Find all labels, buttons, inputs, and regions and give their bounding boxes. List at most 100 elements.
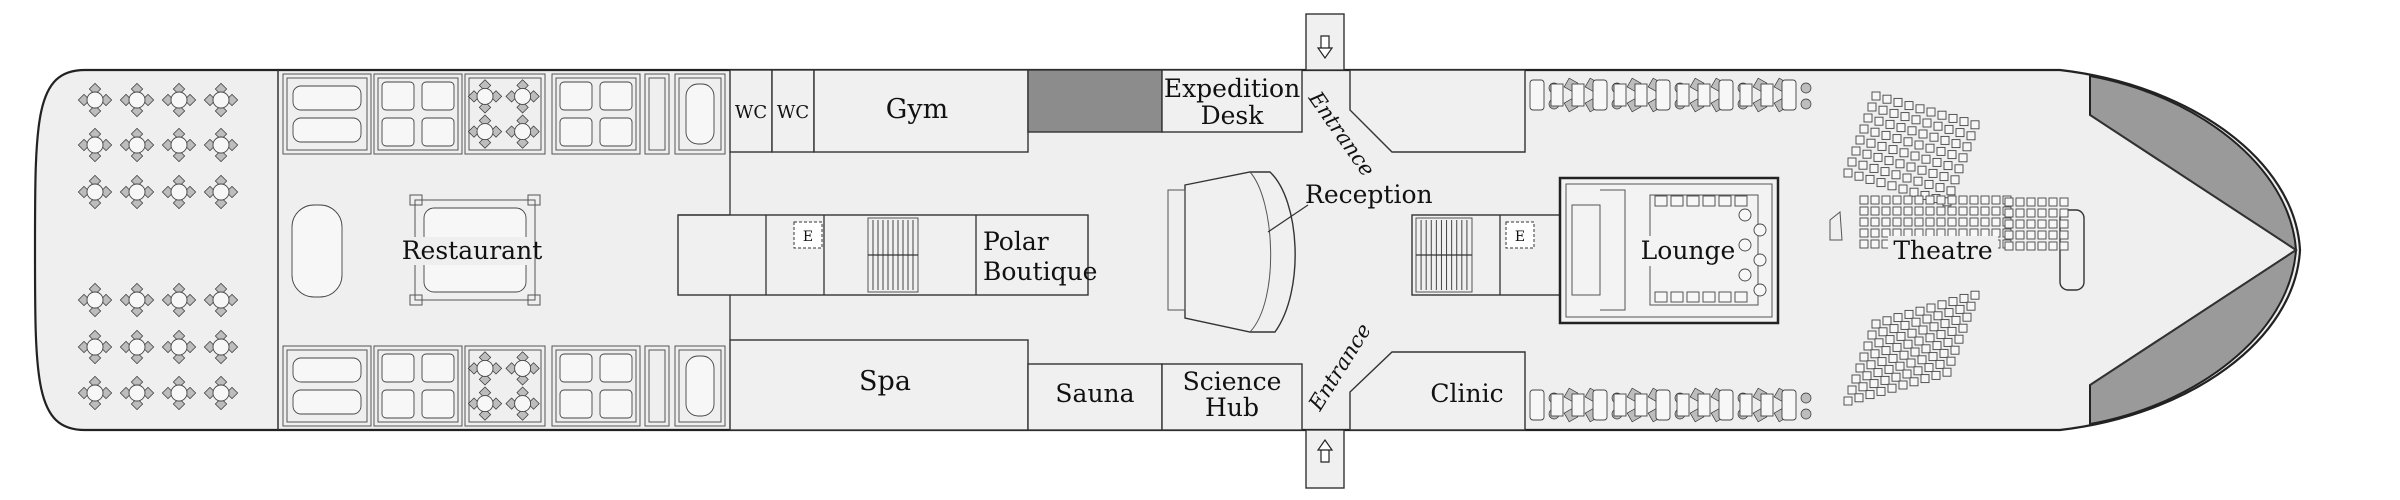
chair bbox=[203, 293, 217, 307]
chair bbox=[172, 282, 186, 296]
restaurant-booths bbox=[282, 73, 726, 427]
theatre-seat bbox=[1958, 217, 1968, 227]
theatre-seat bbox=[1944, 124, 1954, 134]
lounge-chair bbox=[1734, 195, 1748, 207]
theatre-seat bbox=[1896, 331, 1906, 341]
theatre-seat bbox=[2004, 197, 2014, 207]
theatre-seat bbox=[1881, 217, 1891, 227]
armchair bbox=[1800, 408, 1812, 420]
chair bbox=[161, 185, 175, 199]
theatre-seat bbox=[2037, 219, 2047, 229]
lounge-inner bbox=[1565, 183, 1773, 318]
chair bbox=[203, 340, 217, 354]
theatre-seat bbox=[1940, 135, 1950, 145]
round-table bbox=[212, 91, 230, 109]
booth-seat bbox=[381, 117, 415, 147]
chair bbox=[172, 82, 186, 96]
sofa bbox=[1718, 79, 1734, 111]
theatre-seat bbox=[1893, 97, 1903, 107]
chair bbox=[130, 304, 144, 318]
reception-leader bbox=[1267, 204, 1309, 233]
table bbox=[1550, 83, 1564, 107]
spa-label: Spa bbox=[859, 366, 911, 397]
chair bbox=[130, 149, 144, 163]
sofa bbox=[1655, 389, 1671, 421]
table bbox=[1676, 83, 1690, 107]
booth-inner bbox=[678, 77, 722, 151]
theatre-seat bbox=[1914, 217, 1924, 227]
theatre-seat bbox=[1881, 228, 1891, 238]
theatre-seat bbox=[1904, 101, 1914, 111]
theatre-seat bbox=[1951, 315, 1961, 325]
theatre-seat bbox=[1899, 350, 1909, 360]
theatre-seat bbox=[1887, 383, 1897, 393]
round-table bbox=[86, 183, 104, 201]
chair bbox=[516, 373, 529, 386]
theatre-seat bbox=[2059, 197, 2069, 207]
theatre-seat bbox=[1892, 206, 1902, 216]
table bbox=[1676, 393, 1690, 417]
theatre-seat bbox=[2037, 197, 2047, 207]
theatre-seat bbox=[1936, 206, 1946, 216]
expedition-desk bbox=[1161, 69, 1303, 133]
theatre-seat bbox=[1891, 372, 1901, 382]
booth-inner bbox=[468, 349, 542, 423]
elevator-aft[interactable] bbox=[793, 221, 823, 249]
oval-table bbox=[685, 355, 715, 417]
theatre-seat bbox=[1936, 217, 1946, 227]
chair bbox=[214, 329, 228, 343]
chair bbox=[172, 304, 186, 318]
chair bbox=[161, 138, 175, 152]
theatre-seat bbox=[1920, 374, 1930, 384]
theatre-seat bbox=[2004, 241, 2014, 251]
theatre-seat bbox=[1855, 363, 1865, 373]
chair bbox=[130, 82, 144, 96]
booth-seat bbox=[559, 117, 593, 147]
chair bbox=[119, 293, 133, 307]
restaurant-long-table bbox=[291, 204, 343, 298]
table bbox=[1697, 83, 1711, 107]
chair bbox=[225, 185, 239, 199]
chair bbox=[527, 362, 540, 375]
round-table bbox=[514, 395, 532, 413]
chair bbox=[478, 101, 492, 114]
chair bbox=[225, 386, 239, 400]
theatre-seat bbox=[1874, 338, 1884, 348]
theatre-seat bbox=[1932, 341, 1942, 351]
theatre-seat bbox=[1871, 91, 1881, 101]
theatre-seat bbox=[1900, 320, 1910, 330]
theatre-seat bbox=[1921, 154, 1931, 164]
chair bbox=[214, 127, 228, 141]
theatre-seat bbox=[1855, 135, 1865, 145]
chair bbox=[214, 282, 228, 296]
wc-2-label: WC bbox=[777, 102, 809, 123]
chair bbox=[225, 93, 239, 107]
booth-frame bbox=[282, 345, 372, 427]
theatre-seat bbox=[1862, 371, 1872, 381]
theatre-seat bbox=[1980, 195, 1990, 205]
elevator-fwd[interactable] bbox=[1505, 221, 1535, 249]
chair bbox=[88, 375, 102, 389]
theatre-seat bbox=[1898, 184, 1908, 194]
science-hub bbox=[1161, 363, 1303, 431]
booth-seat bbox=[421, 117, 455, 147]
lounge-chair bbox=[1718, 291, 1732, 303]
theatre-seat bbox=[1863, 113, 1873, 123]
theatre-seat bbox=[1935, 359, 1945, 369]
theatre-seat bbox=[1942, 367, 1952, 377]
theatre-seat bbox=[1863, 341, 1873, 351]
buffet-corner bbox=[409, 194, 423, 206]
round-table bbox=[86, 338, 104, 356]
theatre-seat bbox=[2059, 208, 2069, 218]
booth-frame bbox=[551, 73, 641, 155]
booth-frame bbox=[373, 345, 463, 427]
chair bbox=[119, 386, 133, 400]
theatre-seat bbox=[1911, 317, 1921, 327]
theatre-seat bbox=[1922, 314, 1932, 324]
lounge-stool bbox=[1753, 283, 1767, 297]
buffet-corner bbox=[527, 294, 541, 306]
theatre-seat bbox=[1959, 117, 1969, 127]
chair bbox=[527, 397, 540, 410]
round-table bbox=[86, 291, 104, 309]
theatre-seat bbox=[1851, 146, 1861, 156]
